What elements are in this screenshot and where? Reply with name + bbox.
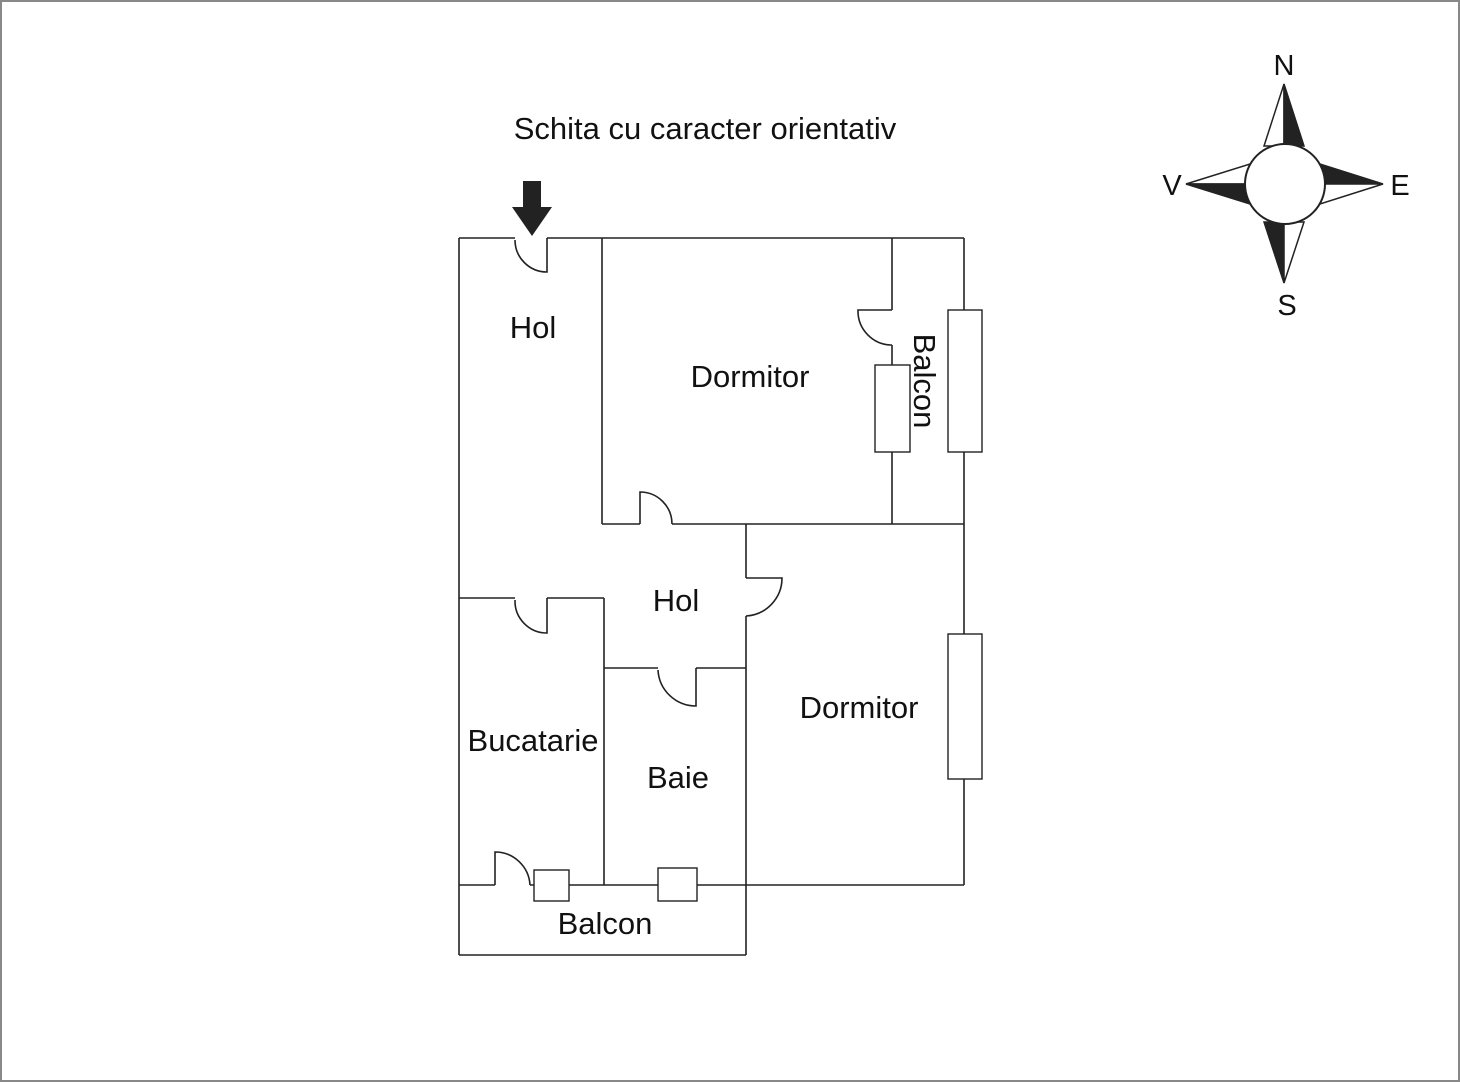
- compass-north-label: N: [1274, 50, 1295, 82]
- room-labels: Hol Dormitor Balcon Hol Bucatarie Baie D…: [468, 310, 942, 941]
- compass-west-label: V: [1162, 170, 1182, 202]
- door-balcon-east: [857, 309, 893, 346]
- window-bucatarie: [533, 869, 570, 902]
- room-label-dormitor-south: Dormitor: [800, 690, 919, 725]
- door-entrance: [514, 238, 548, 273]
- windows: [533, 309, 983, 902]
- door-baie: [657, 668, 697, 707]
- room-label-balcon-south: Balcon: [558, 906, 653, 941]
- window-balcon-inner: [874, 364, 911, 453]
- room-label-balcon-east: Balcon: [907, 334, 942, 429]
- window-dormitor-south: [947, 633, 983, 780]
- window-baie: [657, 867, 698, 902]
- door-bucatarie: [514, 598, 548, 634]
- room-label-dormitor-north: Dormitor: [691, 359, 810, 394]
- door-dormitor-south: [745, 577, 783, 617]
- entrance-arrow-icon: [512, 181, 552, 236]
- window-east-outer: [947, 309, 983, 453]
- compass-south-label: S: [1277, 290, 1296, 322]
- room-label-hol-entry: Hol: [510, 310, 557, 345]
- room-label-hol-central: Hol: [653, 583, 700, 618]
- door-balcon-south: [494, 851, 531, 886]
- door-dormitor-north: [639, 491, 673, 525]
- room-label-bucatarie: Bucatarie: [468, 723, 599, 758]
- compass-east-label: E: [1390, 170, 1409, 202]
- plan-title: Schita cu caracter orientativ: [514, 111, 897, 146]
- room-label-baie: Baie: [647, 760, 709, 795]
- compass-rose-icon: N S E V: [1162, 50, 1409, 322]
- doors: [494, 238, 893, 886]
